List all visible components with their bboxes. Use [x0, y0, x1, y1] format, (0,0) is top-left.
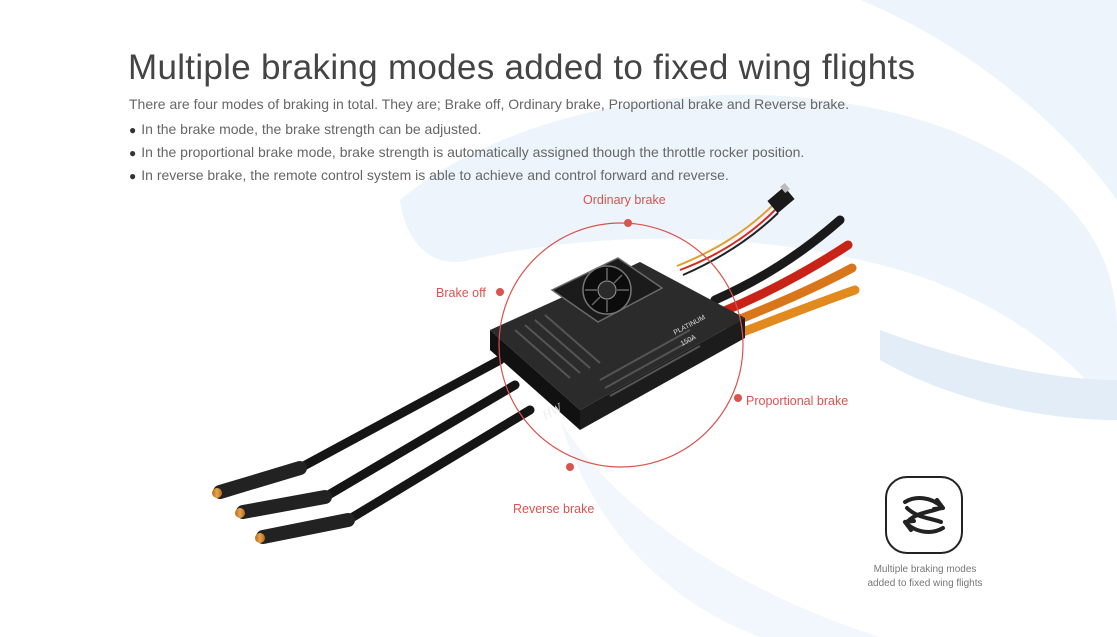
feature-item: ● In the brake mode, the brake strength c…: [129, 118, 804, 141]
bullet-connector: [255, 513, 355, 544]
bullet-dot-icon: ●: [129, 169, 137, 183]
mode-label-ordinary: Ordinary brake: [583, 193, 666, 207]
braking-modes-icon: [903, 496, 945, 534]
mode-marker-off: [496, 288, 504, 296]
feature-text: In reverse brake, the remote control sys…: [141, 167, 729, 183]
motor-wires: [212, 355, 535, 544]
badge-caption-line: Multiple braking modes: [873, 564, 977, 575]
intro-text: There are four modes of braking in total…: [129, 96, 850, 112]
page-title: Multiple braking modes added to fixed wi…: [128, 48, 916, 87]
mode-marker-reverse: [566, 463, 574, 471]
cooling-fan: [550, 257, 664, 323]
mode-label-proportional: Proportional brake: [746, 394, 849, 408]
badge-caption-line: added to fixed wing flights: [867, 578, 983, 589]
bullet-dot-icon: ●: [129, 123, 137, 137]
feature-text: In the proportional brake mode, brake st…: [141, 144, 805, 160]
signal-cable: [676, 183, 795, 276]
feature-item: ● In the proportional brake mode, brake s…: [129, 141, 804, 164]
mode-marker-ordinary: [624, 219, 632, 227]
mode-marker-proportional: [734, 394, 742, 402]
feature-list: ● In the brake mode, the brake strength c…: [129, 118, 804, 187]
mode-label-off: Brake off: [436, 286, 486, 300]
braking-modes-badge: [885, 476, 963, 554]
bullet-connector: [212, 461, 307, 499]
feature-item: ● In reverse brake, the remote control sy…: [129, 164, 804, 187]
feature-text: In the brake mode, the brake strength ca…: [141, 121, 482, 137]
bullet-dot-icon: ●: [129, 146, 137, 160]
mode-label-reverse: Reverse brake: [513, 502, 595, 516]
brake-modes-ring: [496, 219, 744, 471]
bullet-connector: [235, 490, 332, 519]
esc-body: PLATINUM 150A HW: [490, 257, 745, 430]
badge-caption: Multiple braking modes added to fixed wi…: [850, 563, 1000, 591]
